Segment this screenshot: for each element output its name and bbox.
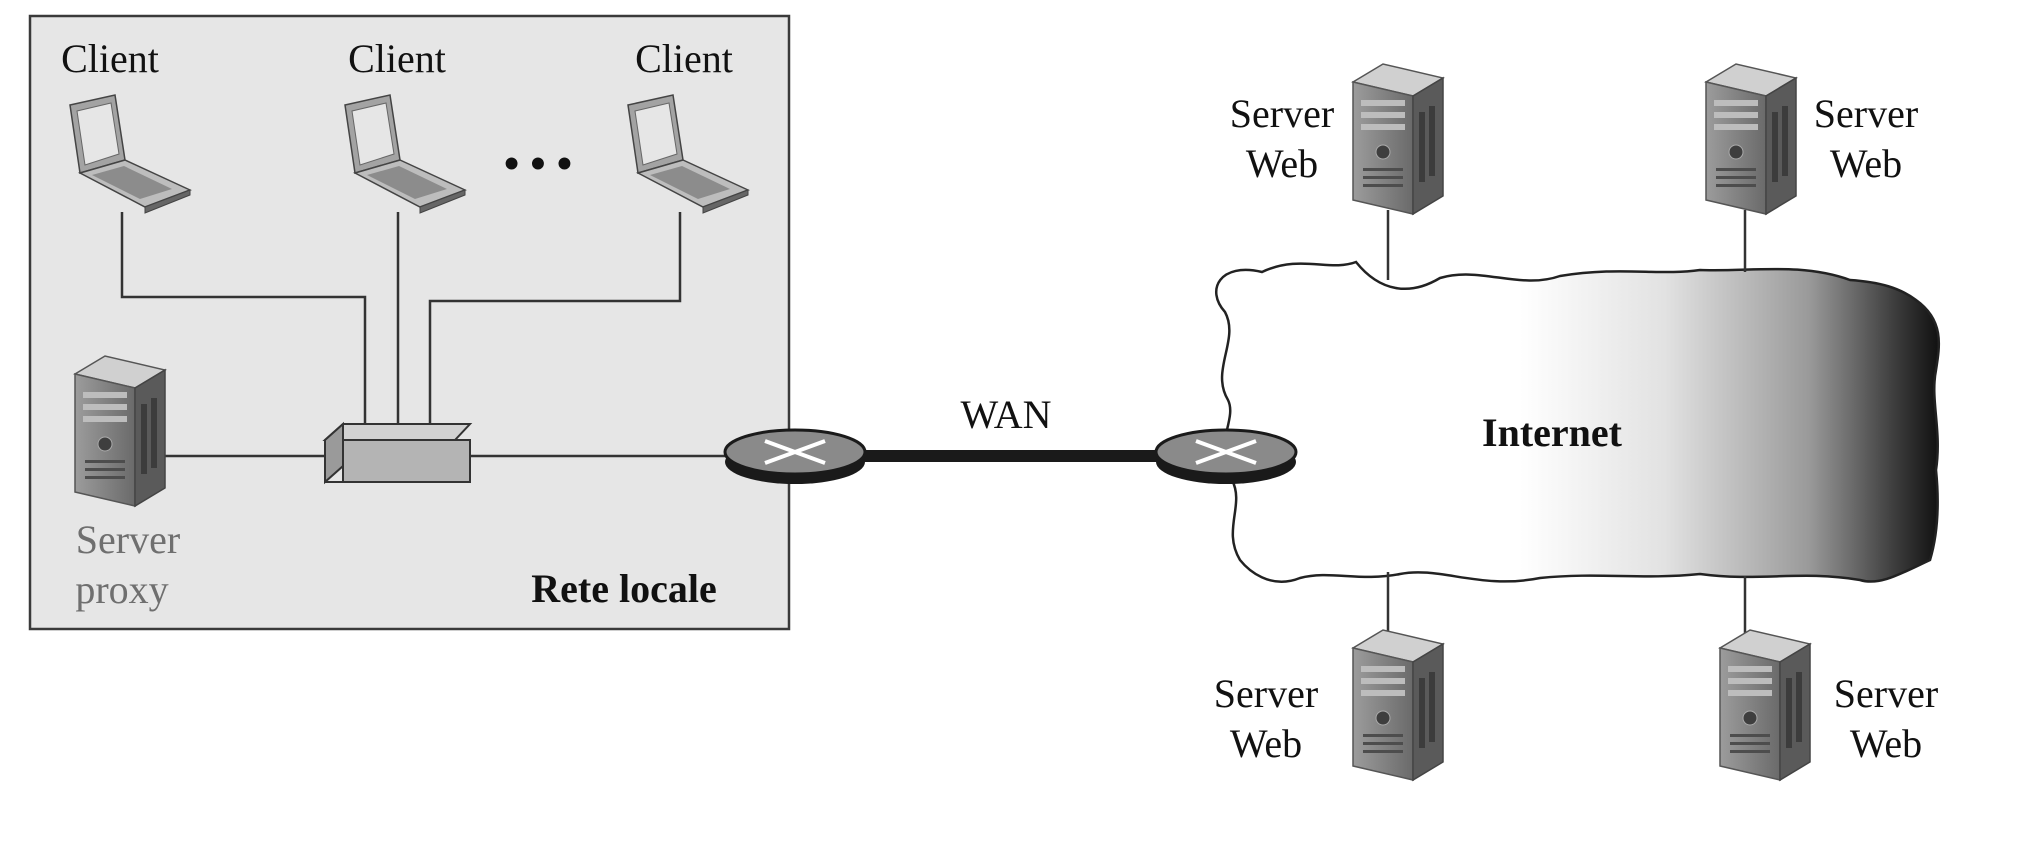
more-clients-ellipsis: • • • [504, 139, 572, 188]
web-server-icon [1719, 629, 1811, 781]
web-server-label-line2: Web [1830, 141, 1902, 186]
switch-icon [322, 421, 473, 485]
lan-wiring [120, 212, 725, 458]
web-server-label-line2: Web [1230, 721, 1302, 766]
lan-title: Rete locale [531, 566, 716, 611]
router-icon [1154, 428, 1298, 486]
web-server-label-line2: Web [1850, 721, 1922, 766]
router-icon [723, 428, 867, 486]
web-server-label-line1: Server [1814, 91, 1918, 136]
internet-cloud [1215, 260, 1941, 583]
web-server-label-line1: Server [1230, 91, 1334, 136]
proxy-server-icon [74, 355, 166, 507]
web-server-label-line1: Server [1214, 671, 1318, 716]
internet-label: Internet [1482, 410, 1623, 455]
web-server-icon [1705, 63, 1797, 215]
wan-label: WAN [960, 392, 1051, 437]
web-server-icon [1352, 63, 1444, 215]
web-server-label-line2: Web [1246, 141, 1318, 186]
web-server-icon [1352, 629, 1444, 781]
proxy-label-line2: proxy [75, 567, 168, 612]
client-label: Client [61, 36, 159, 81]
client-label: Client [348, 36, 446, 81]
web-server-label-line1: Server [1834, 671, 1938, 716]
proxy-label-line1: Server [76, 517, 180, 562]
web-server-links [1386, 210, 1747, 640]
client-label: Client [635, 36, 733, 81]
